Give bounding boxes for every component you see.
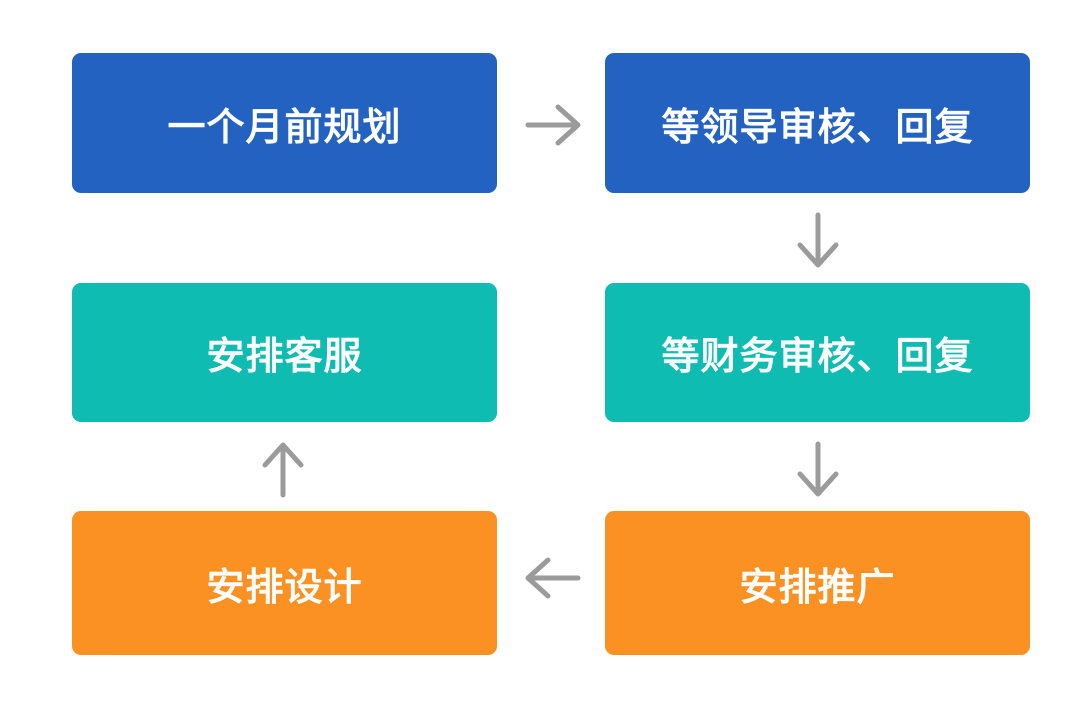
node-customer-service: 安排客服 <box>72 283 497 422</box>
node-design-label: 安排设计 <box>206 566 363 609</box>
arrow-left-icon <box>524 553 582 603</box>
node-finance-review: 等财务审核、回复 <box>605 283 1030 422</box>
node-design: 安排设计 <box>72 511 497 655</box>
node-leader-review-label: 等领导审核、回复 <box>661 106 974 149</box>
arrow-up-icon <box>258 441 308 499</box>
arrow-down-icon <box>793 440 843 498</box>
node-promotion: 安排推广 <box>605 511 1030 655</box>
node-plan-ahead: 一个月前规划 <box>72 53 497 193</box>
node-plan-ahead-label: 一个月前规划 <box>167 106 402 149</box>
node-promotion-label: 安排推广 <box>739 566 896 609</box>
node-customer-service-label: 安排客服 <box>206 336 363 378</box>
arrow-down-icon <box>793 211 843 269</box>
arrow-right-icon <box>524 100 582 150</box>
node-leader-review: 等领导审核、回复 <box>605 53 1030 193</box>
node-finance-review-label: 等财务审核、回复 <box>661 336 974 378</box>
